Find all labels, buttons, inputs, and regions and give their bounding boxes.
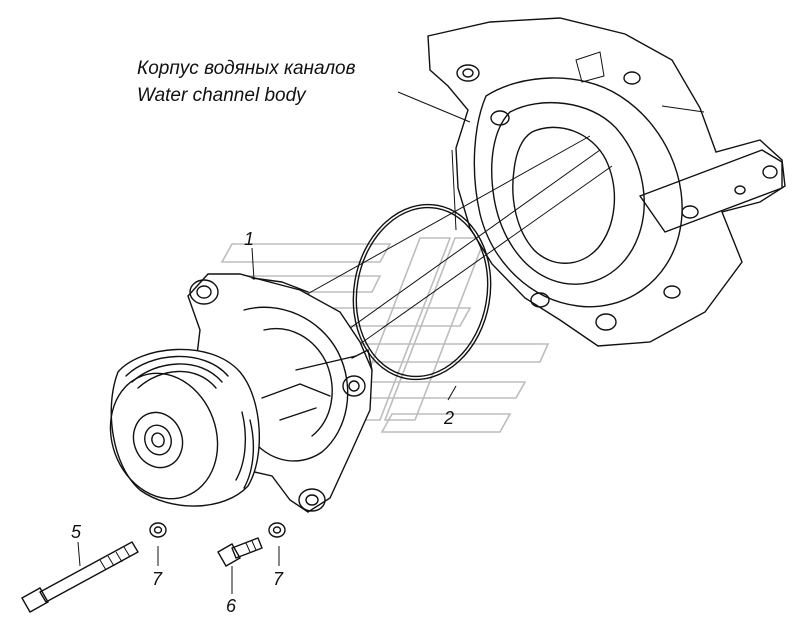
watermark-logo	[215, 237, 550, 433]
housing-caption: Корпус водяных каналов Water channel bod…	[137, 58, 471, 123]
callout-2: 2	[443, 408, 454, 428]
long-bolt	[21, 541, 139, 613]
callout-7-left: 7	[152, 569, 163, 589]
caption-en: Water channel body	[137, 85, 307, 106]
water-pump	[109, 273, 373, 513]
callout-leaders	[77, 247, 457, 594]
caption-ru: Корпус водяных каналов	[137, 58, 356, 79]
short-bolt	[217, 537, 263, 567]
washer-left	[149, 522, 167, 538]
callout-6: 6	[226, 596, 237, 616]
callout-7-right: 7	[273, 569, 284, 589]
caption-leader-line	[397, 91, 471, 123]
gasket-ring	[352, 203, 492, 381]
washer-right	[268, 522, 286, 538]
water-channel-body	[427, 17, 786, 347]
callout-5: 5	[71, 522, 82, 542]
callout-1: 1	[244, 229, 254, 249]
callout-numbers: 1 2 5 6 7 7	[71, 229, 454, 616]
